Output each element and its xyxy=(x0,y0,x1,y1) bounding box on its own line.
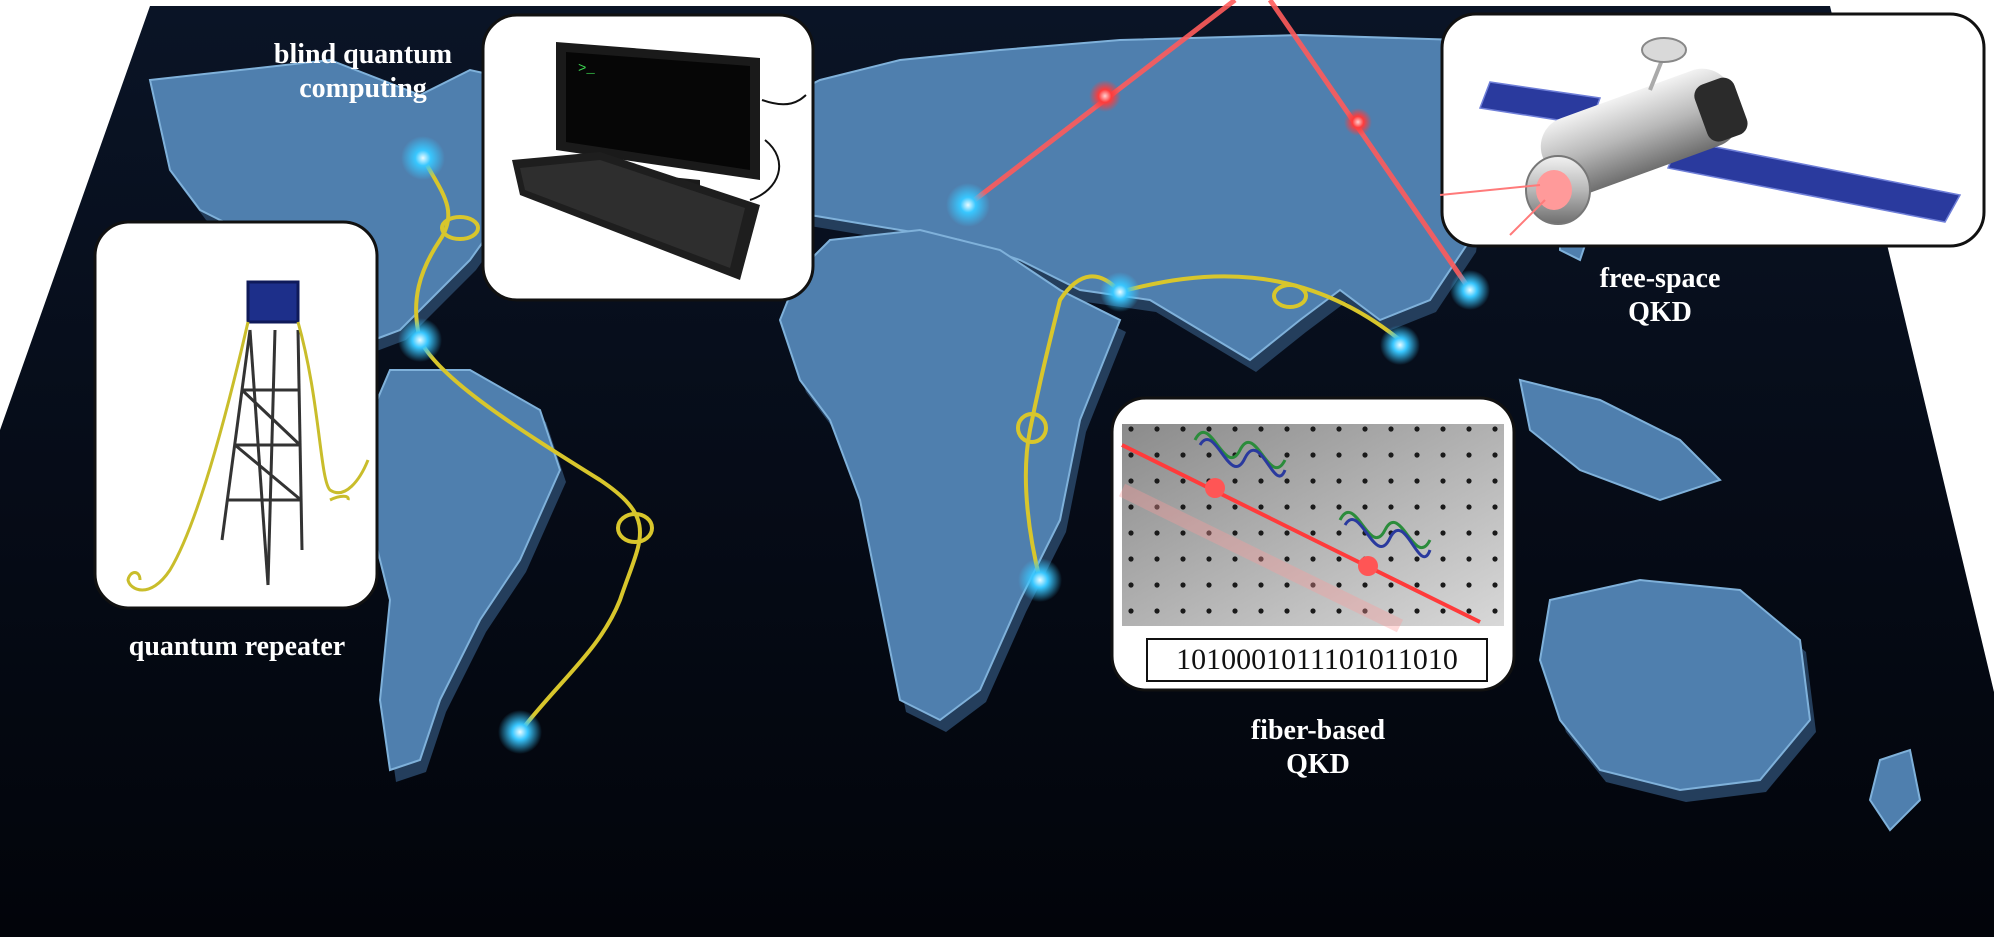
new-zealand xyxy=(1868,748,1922,832)
free-space-qkd-label: free-space QKD xyxy=(1560,262,1760,330)
quantum-repeater-label: quantum repeater xyxy=(128,631,346,662)
bitstring-box: 1010001011101011010 xyxy=(1146,638,1488,682)
fiber-based-line-2: QKD xyxy=(1286,749,1350,780)
photon-icon xyxy=(1358,556,1378,576)
repeater-tower-icon xyxy=(220,280,304,586)
node-middle-east xyxy=(1100,272,1140,312)
computer-icon: >_ xyxy=(512,42,807,280)
africa xyxy=(778,228,1122,722)
photon-icon xyxy=(1089,80,1121,112)
satellite-inset xyxy=(1439,12,1986,248)
node-central-america xyxy=(398,318,442,362)
photon-icon xyxy=(1344,108,1372,136)
satellite-icon xyxy=(1439,37,1962,236)
free-space-line-1: free-space xyxy=(1599,263,1721,294)
fiber-based-line-1: fiber-based xyxy=(1250,715,1386,746)
fiber-links xyxy=(414,157,1402,734)
node-south-asia xyxy=(1380,325,1420,365)
node-north-america-west xyxy=(401,136,445,180)
optical-table-icon xyxy=(1118,424,1504,633)
photon-icon xyxy=(1205,478,1225,498)
australia xyxy=(1538,578,1812,792)
node-africa-south xyxy=(1018,558,1062,602)
node-east-asia xyxy=(1450,270,1490,310)
blind-quantum-line-2: computing xyxy=(299,73,427,104)
free-space-line-2: QKD xyxy=(1628,297,1692,328)
computer-inset: >_ xyxy=(481,13,815,302)
node-europe xyxy=(946,183,990,227)
se-asia-islands xyxy=(1518,378,1722,502)
fiber-based-qkd-label: fiber-based QKD xyxy=(1218,714,1418,782)
free-space-links xyxy=(966,0,1473,292)
terminal-prompt: >_ xyxy=(578,61,595,77)
network-nodes xyxy=(398,136,1490,754)
fiber-inset xyxy=(1110,396,1516,692)
blind-quantum-line-1: blind quantum xyxy=(273,39,453,70)
repeater-inset xyxy=(93,220,379,610)
node-south-america xyxy=(498,710,542,754)
blind-quantum-computing-label: blind quantum computing xyxy=(258,38,468,106)
